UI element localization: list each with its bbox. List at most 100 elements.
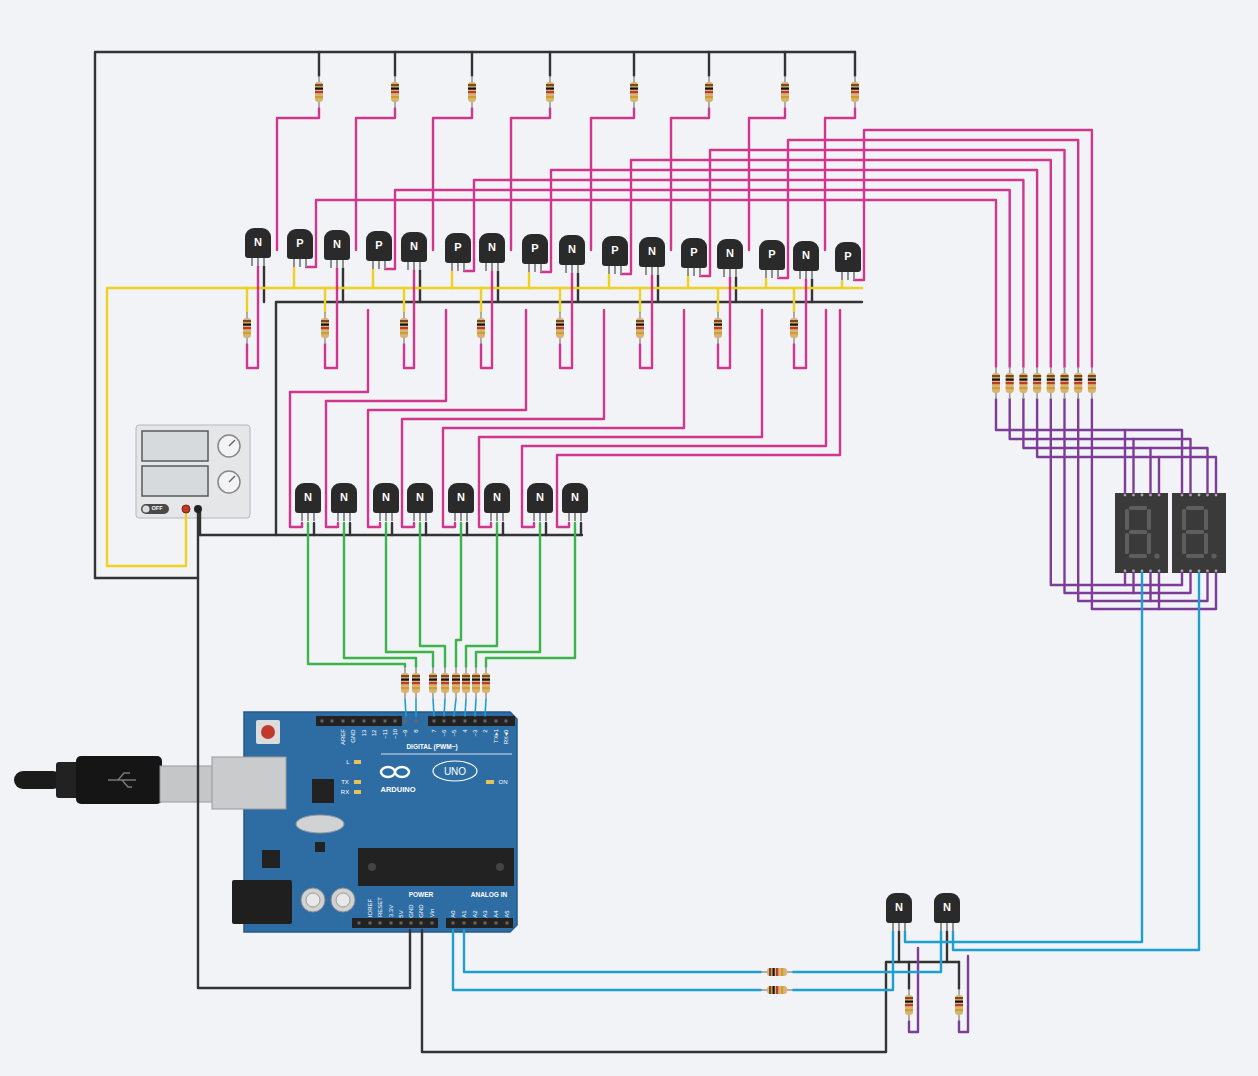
resistor-body — [412, 673, 420, 693]
wire — [608, 274, 610, 288]
resistor-band — [452, 675, 460, 677]
header-pin — [495, 720, 498, 723]
wire — [1092, 399, 1216, 609]
resistor-band — [243, 324, 251, 326]
transistor: P — [602, 236, 628, 266]
wire — [778, 140, 1078, 367]
wire — [497, 271, 499, 302]
resistor-body — [992, 373, 1000, 393]
usb-cable — [14, 771, 62, 789]
resistor-band — [905, 997, 913, 999]
wire — [403, 288, 405, 312]
resistor-band — [429, 675, 437, 677]
transistor: P — [681, 238, 707, 268]
transistor-leg — [528, 263, 530, 272]
pin-label: GND — [408, 904, 414, 917]
wire — [385, 190, 1010, 367]
pin-label: 3.3V — [388, 905, 394, 917]
resistor-body — [1074, 373, 1082, 393]
resistor-band — [315, 84, 323, 86]
transistor-type: N — [568, 243, 576, 254]
led — [354, 760, 361, 764]
resistor-band — [321, 324, 329, 326]
pin-label: 7 — [431, 729, 437, 732]
resistor-band — [243, 320, 251, 322]
resistor-band — [412, 687, 420, 689]
resistor-symbol — [1033, 367, 1041, 399]
header-pin — [358, 922, 361, 925]
resistor-band — [472, 679, 480, 681]
wire — [471, 52, 473, 76]
resistor-symbol — [482, 667, 490, 699]
resistor-band — [1019, 375, 1027, 377]
transistor-leg — [460, 512, 462, 521]
resistor-band — [1006, 375, 1014, 377]
arduino-board: AREFGND1312~11~10~987~6~54~32TX▸1RX◂0DIG… — [244, 712, 517, 932]
resistor-body — [462, 673, 470, 693]
wire — [559, 288, 561, 312]
wire — [905, 573, 1142, 942]
transistor-type: N — [488, 241, 496, 252]
resistor-body — [705, 82, 713, 102]
transistor-leg — [502, 512, 504, 521]
header-strip — [316, 716, 402, 726]
transistor-leg — [337, 512, 339, 521]
resistor-band — [1019, 379, 1027, 381]
resistor-symbol — [400, 312, 408, 344]
transistor-type: N — [536, 491, 544, 502]
transistor-type: N — [410, 240, 418, 251]
wire — [485, 699, 486, 716]
resistor-band — [630, 84, 638, 86]
header-pin — [352, 720, 355, 723]
resistor-band — [1088, 375, 1096, 377]
transistor-type: N — [340, 491, 348, 502]
resistor-band — [1074, 375, 1082, 377]
resistor-band — [400, 320, 408, 322]
resistor-band — [714, 324, 722, 326]
transistor-type: N — [254, 236, 262, 247]
pin-label: ~11 — [382, 729, 388, 739]
transistor-type: P — [531, 242, 538, 253]
transistor: N — [639, 237, 665, 267]
transistor-leg — [533, 512, 535, 521]
psu-switch-knob — [143, 506, 150, 513]
resistor-band — [315, 91, 323, 93]
resistor-band — [468, 96, 476, 98]
resistor-body — [630, 82, 638, 102]
resistor-band — [315, 96, 323, 98]
wire — [95, 52, 855, 578]
switch-label: OFF — [152, 506, 163, 512]
psu-display — [142, 431, 208, 461]
resistor-body — [482, 673, 490, 693]
wire — [639, 288, 641, 312]
transistor-leg — [608, 265, 610, 274]
wire — [464, 930, 761, 972]
transistor: N — [331, 483, 357, 513]
pin-label: 12 — [371, 729, 377, 736]
transistor-leg — [372, 260, 374, 269]
resistor-band — [391, 91, 399, 93]
resistor-body — [400, 318, 408, 338]
transistor-leg — [540, 263, 542, 272]
resistor-band — [1047, 375, 1055, 377]
header-pin — [420, 922, 423, 925]
resistor-band — [1061, 387, 1069, 389]
resistor-band — [452, 679, 460, 681]
model-oval — [433, 761, 477, 781]
transistor-leg — [735, 268, 737, 277]
wire — [313, 523, 315, 535]
resistor-band — [462, 675, 470, 677]
resistor-band — [781, 968, 783, 976]
wire — [349, 523, 351, 535]
header-pin — [394, 720, 397, 723]
header-pin — [342, 720, 345, 723]
resistor-symbol — [955, 989, 963, 1021]
wire — [633, 52, 635, 76]
pin-label: A5 — [504, 910, 510, 917]
header-pin — [431, 922, 434, 925]
resistor-band — [412, 682, 420, 684]
transistor-type: P — [375, 239, 382, 250]
resistor-band — [468, 91, 476, 93]
resistor-body — [315, 82, 323, 102]
header-pin — [484, 922, 487, 925]
